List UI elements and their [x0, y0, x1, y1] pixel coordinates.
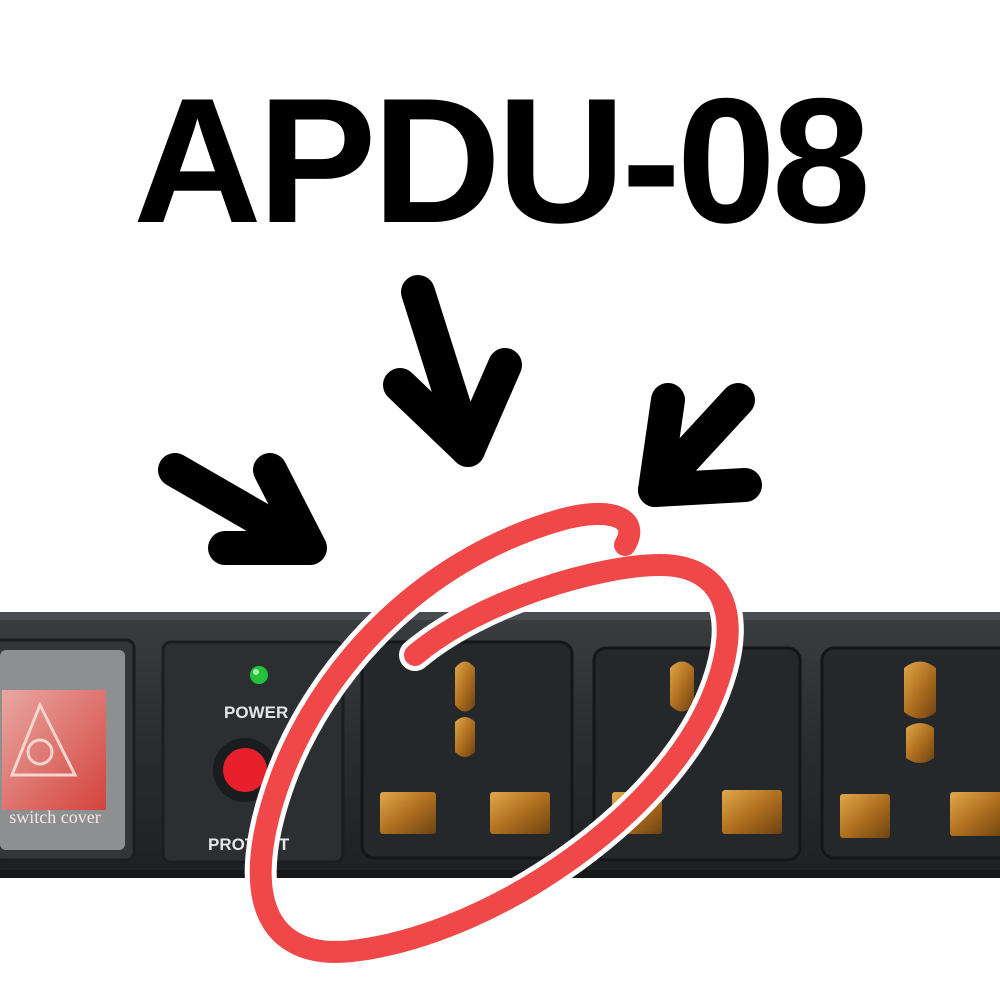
neutral-contact [950, 792, 1000, 836]
neutral-contact [722, 790, 782, 834]
protect-button[interactable] [223, 748, 267, 792]
live-contact [380, 792, 436, 834]
arrow-left-icon [158, 453, 327, 565]
product-model-title: APDU-08 [133, 61, 871, 260]
power-symbol-icon [26, 738, 54, 766]
rocker-switch[interactable] [2, 690, 106, 810]
power-label: POWER [224, 703, 288, 722]
warning-triangle-icon [9, 701, 78, 777]
earth-contact-lower [906, 723, 934, 763]
switch-cover-module[interactable]: switch cover [0, 638, 136, 862]
pdu-bottom-edge [0, 870, 1000, 878]
earth-contact-lower [455, 717, 475, 757]
arrow-right-icon [638, 383, 762, 507]
highlight-circle-stroke [249, 503, 739, 963]
live-contact [840, 794, 890, 838]
arrow-center-icon [383, 275, 522, 467]
power-led-glint [253, 669, 259, 675]
earth-contact [455, 661, 475, 712]
neutral-contact [490, 792, 550, 834]
socket-3[interactable] [820, 646, 1000, 860]
socket-1[interactable] [360, 640, 574, 860]
switch-cover-label: switch cover [9, 807, 100, 827]
highlight-circle [244, 498, 744, 968]
earth-contact [670, 661, 694, 712]
earth-contact [904, 661, 936, 719]
power-led [250, 666, 268, 684]
